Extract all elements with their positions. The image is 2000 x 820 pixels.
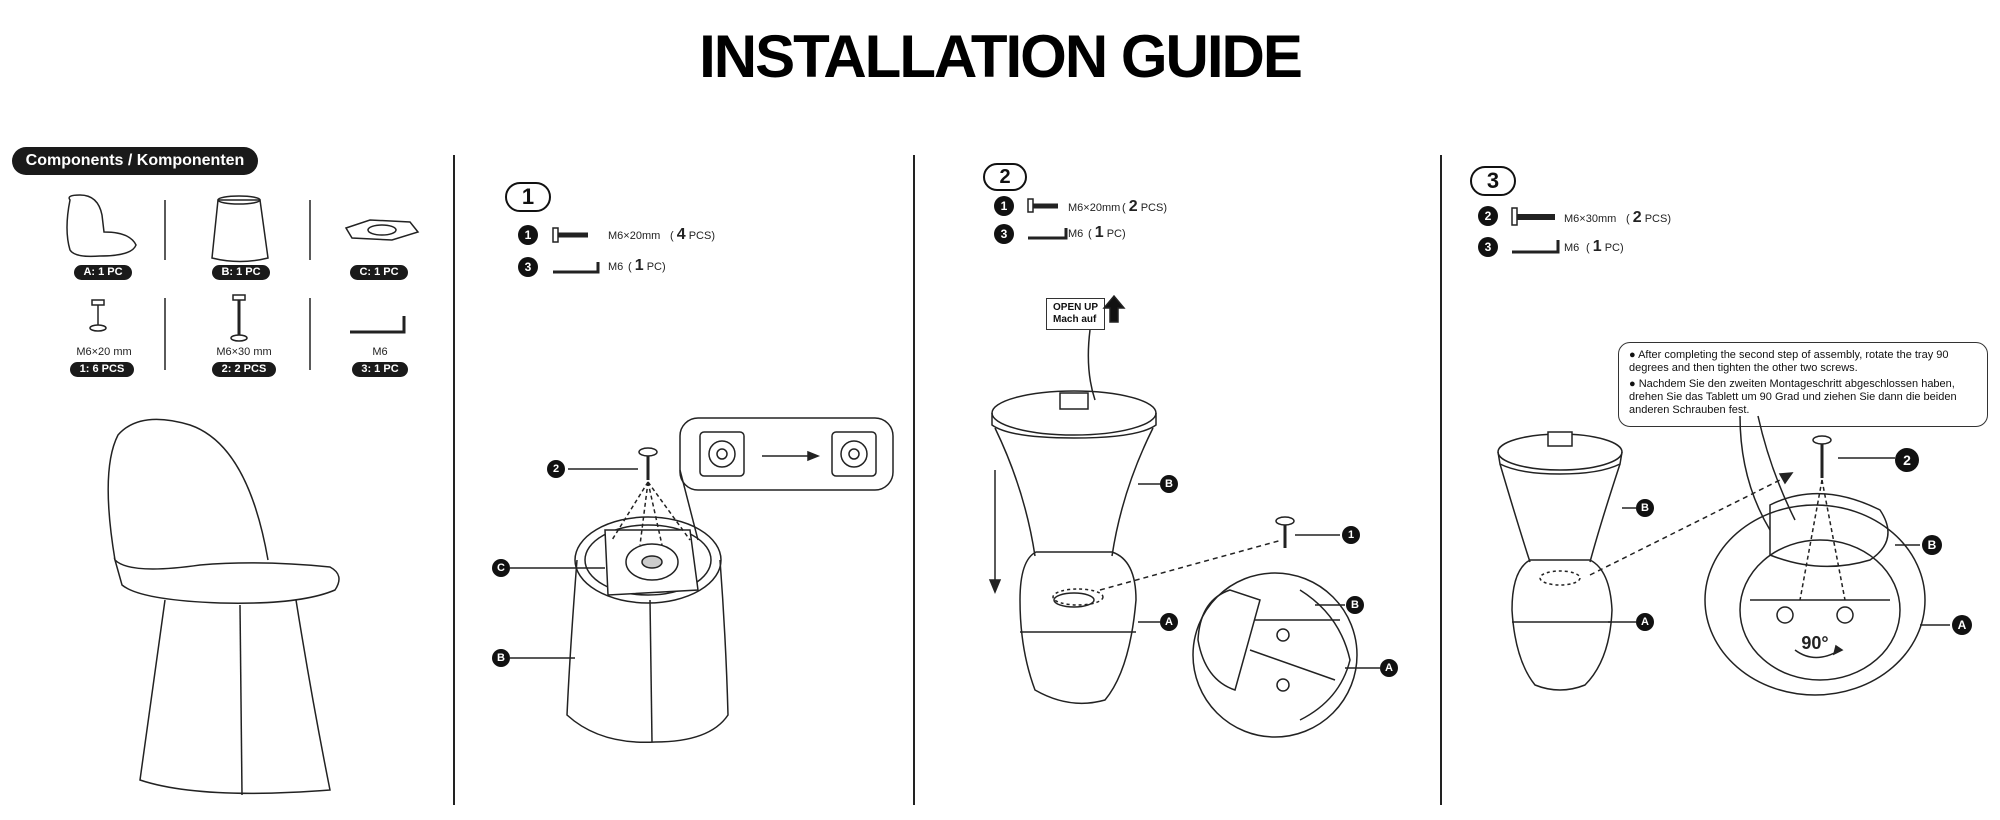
step-3-seat-label: A: [1636, 613, 1654, 631]
step-1-part-3-qty: ( 1 PC): [628, 257, 666, 274]
column-divider: [1440, 155, 1442, 805]
step-1-number: 1: [505, 182, 551, 212]
assembled-chair-illustration: [107, 418, 340, 796]
rotation-label: 90°: [1801, 633, 1829, 653]
step-2-part-1-badge: 1: [994, 196, 1014, 216]
step-1-part-1-spec: M6×20mm: [608, 230, 661, 242]
step-2-part-3-spec: M6: [1068, 228, 1084, 240]
step-1-tray-label: C: [492, 559, 510, 577]
step-3-detail-seat-label: A: [1952, 615, 1972, 635]
tray-thumbnail: [344, 219, 420, 241]
component-qty-a: A: 1 PC: [74, 265, 132, 280]
step-1-part-1-qty: ( 4 PCS): [670, 226, 715, 243]
hex-key-icon: [553, 262, 600, 274]
step-3-detail-base-label: B: [1922, 535, 1942, 555]
step-3-base-label: B: [1636, 499, 1654, 517]
step-3-part-3-qty: ( 1 PC): [1586, 238, 1624, 255]
screw-icon: [1275, 516, 1295, 548]
page-title: INSTALLATION GUIDE: [699, 23, 1303, 90]
component-label-1: M6×20 mm: [76, 346, 132, 358]
seat-thumbnail: [66, 194, 137, 258]
step-2-number: 2: [983, 163, 1027, 191]
step-2-screw-label: 1: [1342, 526, 1360, 544]
hex-key-icon: [1512, 240, 1560, 254]
step-1-screw-label: 2: [547, 460, 565, 478]
column-divider: [913, 155, 915, 805]
component-qty-2: 2: 2 PCS: [212, 362, 276, 377]
component-qty-3: 3: 1 PC: [352, 362, 408, 377]
open-up-sticker: OPEN UP Mach auf: [1046, 298, 1106, 330]
component-label-3: M6: [372, 346, 388, 358]
screw-m6x20-icon: [1027, 198, 1058, 213]
hex-key-icon: [1028, 228, 1068, 240]
step-3-part-3-badge: 3: [1478, 237, 1498, 257]
screw-icon: [1812, 435, 1832, 478]
step-2-part-3-badge: 3: [994, 224, 1014, 244]
step-1-part-1-badge: 1: [518, 225, 538, 245]
step-3-number: 3: [1470, 166, 1516, 196]
step-3-part-2-qty: ( 2 PCS): [1626, 209, 1671, 226]
note-german: ● Nachdem Sie den zweiten Montageschritt…: [1629, 378, 1957, 416]
base-thumbnail: [211, 199, 269, 263]
note-english: ● After completing the second step of as…: [1629, 349, 1949, 374]
screw-m6x30-icon: [230, 294, 248, 342]
step-2-detail-seat-label: A: [1380, 659, 1398, 677]
sticker-line-1: OPEN UP: [1053, 302, 1099, 313]
step-1-part-3-spec: M6: [608, 261, 624, 273]
sticker-line-2: Mach auf: [1053, 314, 1097, 325]
up-arrow-icon: [1102, 294, 1126, 323]
component-qty-b: B: 1 PC: [212, 265, 270, 280]
step-2-detail-base-label: B: [1346, 596, 1364, 614]
step-2-seat-label: A: [1160, 613, 1178, 631]
upside-down-base: [991, 390, 1157, 705]
step-1-base-label: B: [492, 649, 510, 667]
screw-icon: [638, 447, 658, 480]
step-2-base-label: B: [1160, 475, 1178, 493]
step-3-part-2-spec: M6×30mm: [1564, 213, 1617, 225]
hex-key-icon: [350, 316, 406, 334]
step-3-part-3-spec: M6: [1564, 242, 1580, 254]
tray-detail-callout: [679, 417, 894, 491]
component-qty-c: C: 1 PC: [350, 265, 408, 280]
step-3-screw-label: 2: [1895, 448, 1919, 472]
screw-m6x20-icon: [552, 227, 588, 243]
step-2-part-1-spec: M6×20mm: [1068, 202, 1121, 214]
rotation-instruction-note: ● After completing the second step of as…: [1618, 342, 1988, 427]
component-qty-1: 1: 6 PCS: [70, 362, 134, 377]
upside-down-base: [1497, 431, 1623, 691]
components-header: Components / Komponenten: [12, 147, 258, 175]
component-label-2: M6×30 mm: [216, 346, 272, 358]
step-3-part-2-badge: 2: [1478, 206, 1498, 226]
step-2-part-3-qty: ( 1 PC): [1088, 224, 1126, 241]
step-2-part-1-qty: ( 2 PCS): [1122, 198, 1167, 215]
column-divider: [453, 155, 455, 805]
base-body: [566, 559, 729, 744]
screw-m6x30-icon: [1511, 207, 1555, 226]
step-1-part-3-badge: 3: [518, 257, 538, 277]
bracket-detail: [1704, 492, 1926, 696]
screw-m6x20-icon: [89, 299, 107, 332]
bracket-detail: [1192, 572, 1358, 738]
